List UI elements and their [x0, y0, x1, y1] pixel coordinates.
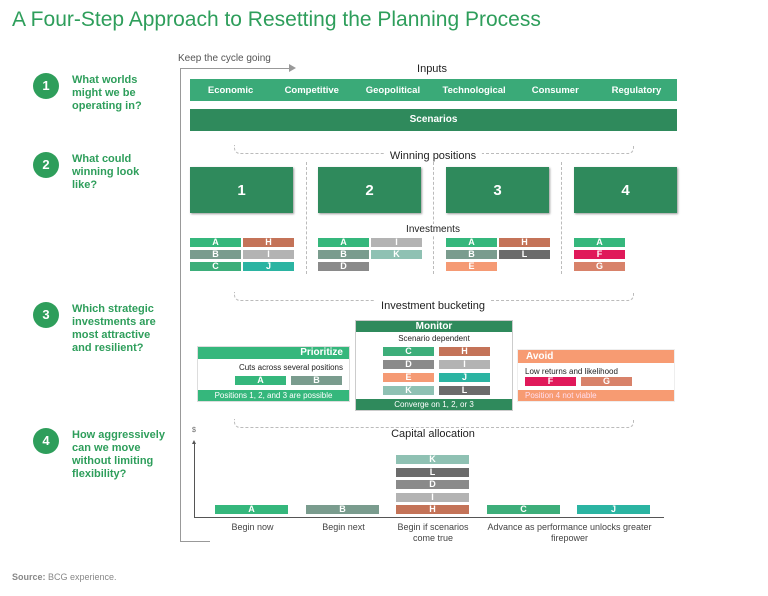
investment-chip-K: K: [383, 386, 434, 395]
prioritize-title: Prioritize: [198, 347, 349, 359]
inputs-bar: Economic Competitive Geopolitical Technolog…: [190, 79, 677, 101]
input-economic: Economic: [207, 84, 254, 96]
capital-bracket: [234, 419, 634, 428]
y-axis-label: $: [192, 427, 196, 434]
investment-chip-L: L: [439, 386, 490, 395]
winning-position-box: 2: [318, 167, 421, 213]
source-prefix: Source:: [12, 572, 46, 582]
step-question: How aggressively can we move without lim…: [72, 429, 165, 480]
x-axis: [194, 517, 664, 518]
investment-chip-G: G: [581, 377, 632, 386]
investment-chip-B: B: [446, 250, 497, 259]
investment-chip-E: E: [383, 373, 434, 382]
monitor-title: Monitor: [356, 321, 512, 332]
cycle-arrow-icon: [289, 64, 296, 72]
y-axis: [194, 442, 195, 517]
input-consumer: Consumer: [531, 84, 579, 96]
investment-chip-H: H: [439, 347, 490, 356]
capital-bar-A: A: [215, 505, 288, 514]
investment-chip-B: B: [190, 250, 241, 259]
capital-bar-H: H: [396, 505, 469, 514]
investment-chip-L: L: [499, 250, 550, 259]
prioritize-box: Prioritize Cuts across several positions…: [197, 346, 350, 402]
capital-group-label: Begin now: [231, 522, 274, 532]
investment-chip-I: I: [243, 250, 294, 259]
winning-position-box: 1: [190, 167, 293, 213]
step-question: Which strategic investments are most att…: [72, 303, 156, 354]
page-title: A Four-Step Approach to Resetting the Pl…: [12, 8, 541, 31]
capital-bar-I: I: [396, 492, 469, 502]
step-question: What worlds might we be operating in?: [72, 74, 142, 112]
investment-chip-G: G: [574, 262, 625, 271]
step-number-badge: 3: [33, 302, 59, 328]
avoid-desc: Low returns and likelihood: [525, 367, 618, 376]
input-geopolitical: Geopolitical: [365, 84, 421, 96]
source-note: Source: BCG experience.: [12, 572, 117, 582]
capital-bar-B: B: [306, 505, 379, 514]
capital-bar-J: J: [577, 505, 650, 514]
investment-chip-A: A: [446, 238, 497, 247]
capital-bar-C: C: [487, 505, 560, 514]
investment-chip-B: B: [318, 250, 369, 259]
prioritize-footer: Positions 1, 2, and 3 are possible: [198, 390, 349, 401]
investment-chip-J: J: [243, 262, 294, 271]
investment-chip-A: A: [190, 238, 241, 247]
step-question: What could winning look like?: [72, 153, 140, 191]
investment-chip-C: C: [383, 347, 434, 356]
monitor-desc: Scenario dependent: [398, 334, 470, 343]
investment-chip-I: I: [439, 360, 490, 369]
monitor-footer: Converge on 1, 2, or 3: [356, 399, 512, 410]
input-technological: Technological: [442, 84, 506, 96]
avoid-footer: Position 4 not viable: [518, 390, 674, 401]
cycle-label: Keep the cycle going: [178, 53, 271, 64]
investment-chip-B: B: [291, 376, 342, 385]
investment-chip-A: A: [318, 238, 369, 247]
input-competitive: Competitive: [284, 84, 339, 96]
capital-allocation-label: Capital allocation: [385, 428, 481, 440]
investment-chip-D: D: [383, 360, 434, 369]
investment-chip-D: D: [318, 262, 369, 271]
investment-chip-F: F: [525, 377, 576, 386]
divider: [433, 162, 434, 274]
scenarios-bar: Scenarios: [190, 109, 677, 131]
y-axis-arrow-icon: [192, 440, 196, 444]
investment-chip-H: H: [243, 238, 294, 247]
prioritize-desc: Cuts across several positions: [238, 363, 343, 372]
investment-chip-I: I: [371, 238, 422, 247]
cycle-frame-bottom: [180, 541, 210, 542]
winning-position-box: 3: [446, 167, 549, 213]
investment-chip-H: H: [499, 238, 550, 247]
input-regulatory: Regulatory: [611, 84, 662, 96]
investments-label: Investments: [400, 224, 466, 235]
capital-bar-L: L: [396, 467, 469, 477]
avoid-title: Avoid: [518, 350, 674, 363]
investment-chip-J: J: [439, 373, 490, 382]
capital-bar-D: D: [396, 480, 469, 489]
source-text: BCG experience.: [45, 572, 117, 582]
winning-position-box: 4: [574, 167, 677, 213]
step-number-badge: 1: [33, 73, 59, 99]
inputs-label: Inputs: [411, 63, 453, 75]
investment-chip-A: A: [235, 376, 286, 385]
investment-chip-F: F: [574, 250, 625, 259]
investment-chip-E: E: [446, 262, 497, 271]
capital-group-label: Begin if scenarios come true: [397, 522, 469, 543]
divider: [561, 162, 562, 274]
investment-chip-C: C: [190, 262, 241, 271]
capital-bar-K: K: [396, 455, 469, 464]
divider: [306, 162, 307, 274]
step-number-badge: 4: [33, 428, 59, 454]
investment-chip-A: A: [574, 238, 625, 247]
step-number-badge: 2: [33, 152, 59, 178]
capital-group-label: Advance as performance unlocks greater f…: [487, 522, 652, 543]
winning-positions-label: Winning positions: [383, 150, 483, 162]
cycle-arrow-line: [180, 68, 292, 69]
capital-group-label: Begin next: [322, 522, 365, 532]
investment-bucketing-label: Investment bucketing: [375, 300, 491, 312]
investment-chip-K: K: [371, 250, 422, 259]
cycle-frame-line: [180, 68, 181, 541]
